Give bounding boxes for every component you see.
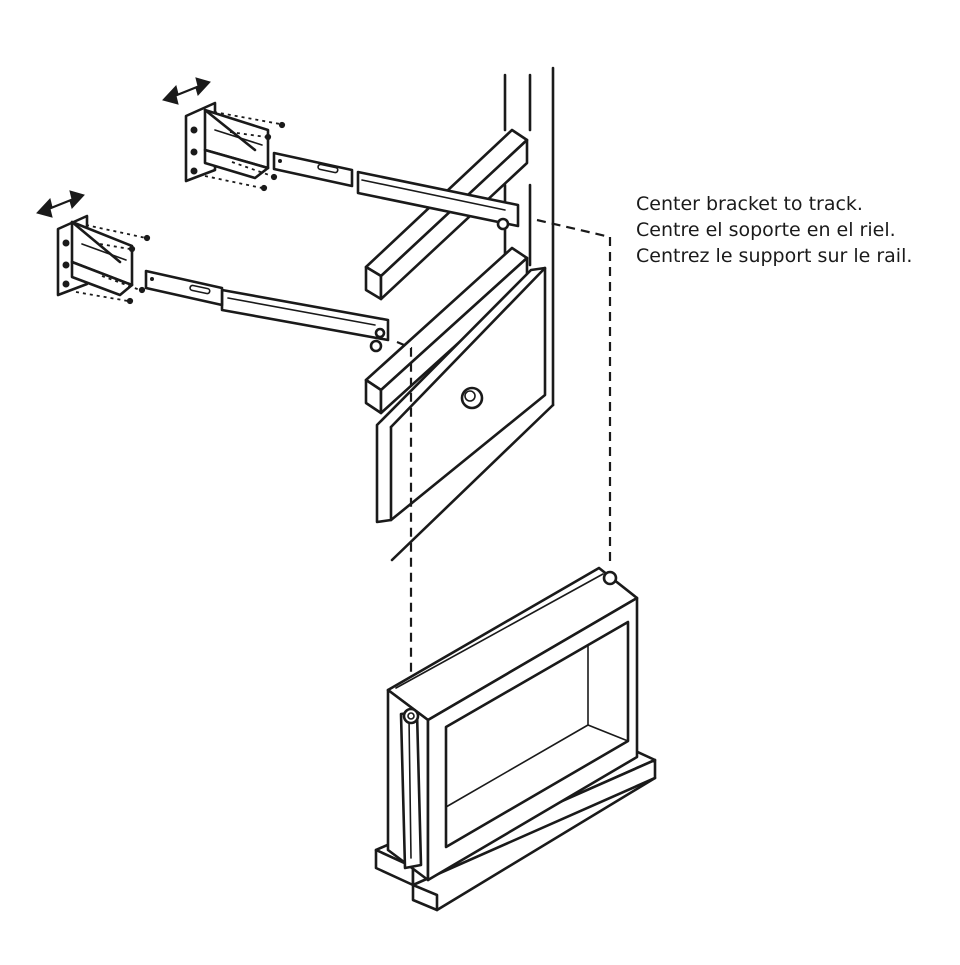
instruction-english: Center bracket to track. [636, 193, 863, 215]
lower-bracket-screws [75, 224, 151, 305]
upper-slotted-bar [272, 151, 354, 188]
lower-bracket [56, 214, 134, 297]
lower-adjust-arrow-icon [36, 190, 85, 218]
drawer-front-panel [375, 266, 547, 524]
cabinet-side-panel [390, 66, 555, 562]
instruction-french: Centrez le support sur le rail. [636, 245, 913, 267]
lower-slotted-bar [144, 269, 224, 307]
lower-drawer-track [220, 288, 390, 353]
upper-cabinet-track [356, 170, 520, 231]
drawer-box [374, 566, 657, 912]
alignment-guides [396, 218, 612, 672]
upper-bracket-screws [204, 111, 286, 192]
instruction-caption: Center bracket to track. Centre el sopor… [636, 191, 912, 269]
instruction-spanish: Centre el soporte en el riel. [636, 219, 896, 241]
upper-adjust-arrow-icon [162, 77, 211, 105]
upper-bracket [184, 101, 270, 183]
